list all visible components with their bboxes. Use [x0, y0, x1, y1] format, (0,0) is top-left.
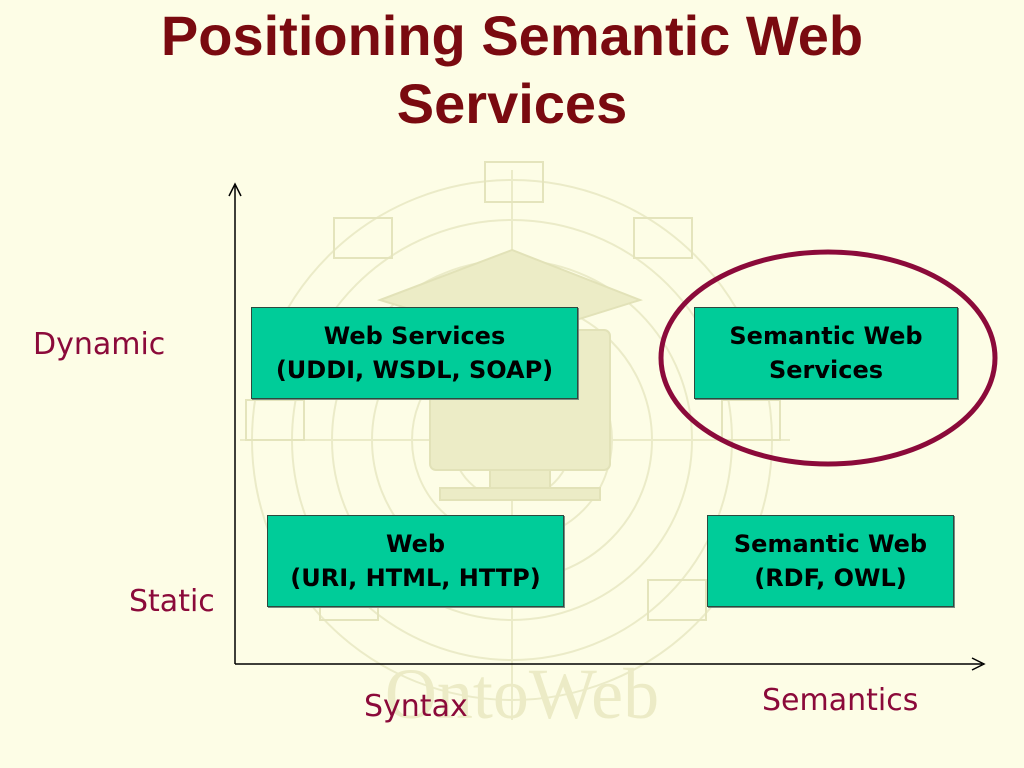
axis-label-dynamic: Dynamic — [33, 327, 166, 362]
x-axis-arrowhead — [971, 657, 986, 671]
box-web: Web (URI, HTML, HTTP) — [267, 515, 564, 607]
box-semantic-web-services-line-2: Services — [768, 356, 884, 384]
axis-label-semantics: Semantics — [762, 683, 919, 718]
slide-title-line-1: Positioning Semantic Web — [160, 4, 864, 67]
box-web-line-2: (URI, HTML, HTTP) — [290, 564, 541, 592]
slide-title-line-2: Services — [396, 72, 628, 135]
box-web-services: Web Services (UDDI, WSDL, SOAP) — [251, 307, 578, 399]
box-web-services-line-2: (UDDI, WSDL, SOAP) — [275, 356, 554, 384]
box-semantic-web-services-line-1: Semantic Web — [729, 322, 923, 350]
slide-title: Positioning Semantic Web Services — [0, 2, 1024, 138]
y-axis-arrowhead — [228, 182, 242, 197]
axis-label-syntax: Syntax — [364, 689, 468, 724]
watermark-text: OntoWeb — [385, 654, 659, 734]
axis-label-static: Static — [129, 584, 215, 619]
box-semantic-web-line-1: Semantic Web — [733, 530, 928, 558]
box-semantic-web-services: Semantic Web Services — [694, 307, 958, 399]
box-semantic-web-line-2: (RDF, OWL) — [754, 564, 907, 592]
box-web-line-1: Web — [385, 530, 446, 558]
box-semantic-web: Semantic Web (RDF, OWL) — [707, 515, 954, 607]
box-web-services-line-1: Web Services — [323, 322, 506, 350]
